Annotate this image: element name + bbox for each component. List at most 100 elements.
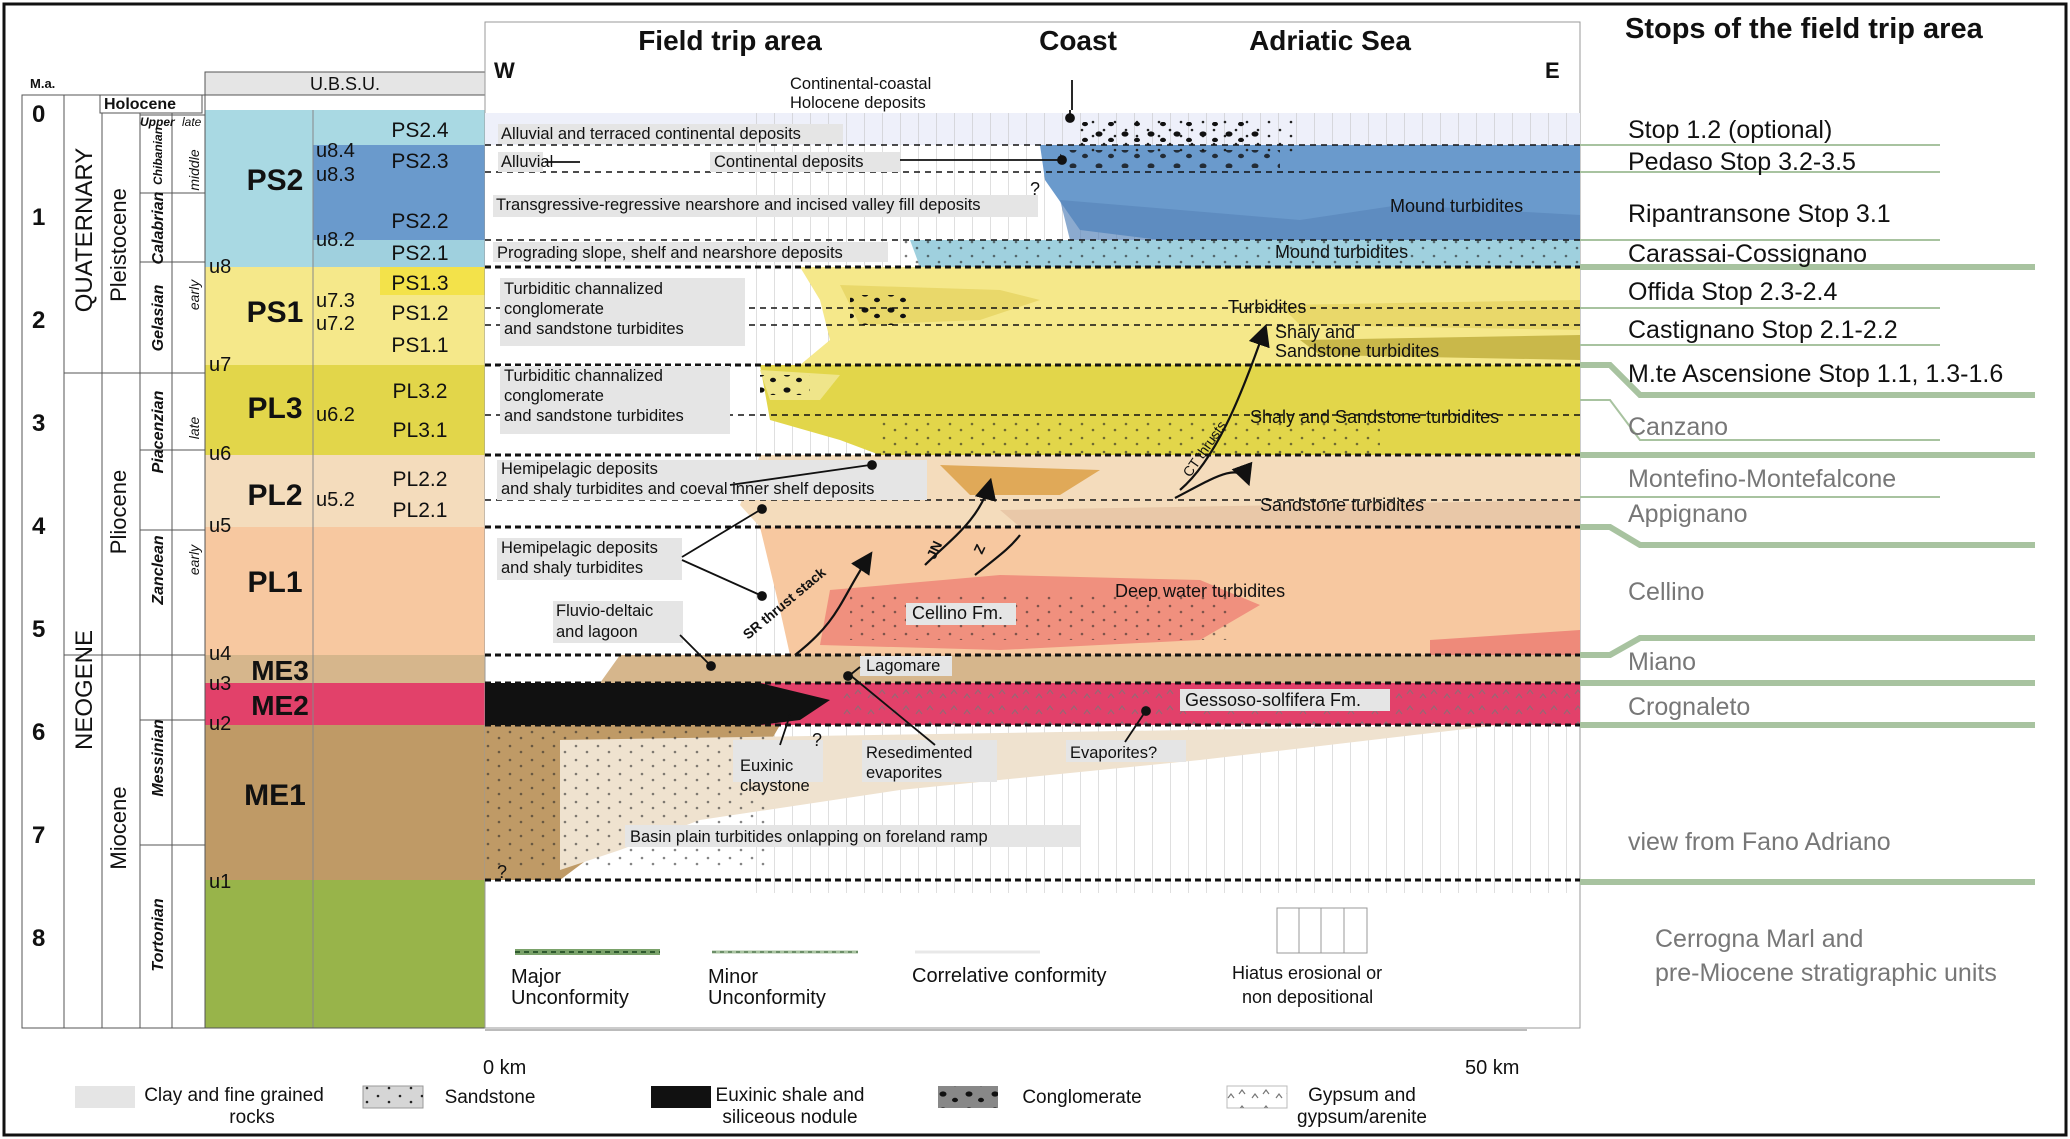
svg-text:Hemipelagic deposits: Hemipelagic deposits [501, 539, 658, 557]
svg-text:u8.2: u8.2 [316, 229, 355, 251]
svg-text:Continental-coastal: Continental-coastal [790, 75, 931, 93]
gelasian-label: Gelasian [150, 284, 167, 351]
stop-appignano: Appignano [1628, 500, 1748, 528]
svg-text:and sandstone turbidites: and sandstone turbidites [504, 407, 684, 425]
east-label: E [1545, 58, 1560, 83]
svg-text:50 km: 50 km [1465, 1057, 1519, 1079]
ma-label: M.a. [30, 76, 55, 91]
svg-text:and lagoon: and lagoon [556, 623, 638, 641]
svg-text:PS2.4: PS2.4 [391, 119, 449, 142]
messinian-label: Messinian [150, 719, 167, 797]
svg-text:Basin plain turbitides onlappi: Basin plain turbitides onlapping on fore… [630, 828, 988, 846]
svg-text:u3: u3 [209, 673, 231, 695]
svg-text:Holocene deposits: Holocene deposits [790, 94, 926, 112]
stop-crognaleto: Crognaleto [1628, 693, 1750, 721]
synthem-ps2: PS2 [247, 164, 304, 197]
svg-text:Gessoso-solfifera Fm.: Gessoso-solfifera Fm. [1185, 690, 1361, 710]
svg-text:Gypsum and: Gypsum and [1308, 1085, 1416, 1106]
synthem-pl3: PL3 [247, 392, 302, 425]
stop-cellino: Cellino [1628, 578, 1704, 606]
svg-text:Deep water turbidites: Deep water turbidites [1115, 581, 1285, 601]
svg-text:Resedimented: Resedimented [866, 744, 972, 762]
svg-text:Hiatus erosional or: Hiatus erosional or [1232, 963, 1382, 983]
svg-text:u5: u5 [209, 515, 231, 537]
time-tick-label: 1 [32, 204, 45, 231]
west-label: W [494, 58, 515, 83]
zanclean-label: Zanclean [150, 535, 167, 606]
synthem-me3: ME3 [251, 655, 309, 686]
svg-text:Cellino Fm.: Cellino Fm. [912, 603, 1003, 623]
stops-title: Stops of the field trip area [1625, 13, 1984, 45]
svg-text:Euxinic shale and: Euxinic shale and [716, 1085, 865, 1106]
svg-text:PL3.2: PL3.2 [393, 380, 448, 403]
svg-text:Alluvial and terraced continen: Alluvial and terraced continental deposi… [501, 125, 801, 143]
stop-carassai: Carassai-Cossignano [1628, 240, 1867, 268]
svg-text:Unconformity: Unconformity [511, 987, 629, 1009]
svg-text:PS1.1: PS1.1 [391, 334, 448, 357]
svg-text:non depositional: non depositional [1242, 987, 1373, 1007]
svg-text:u4: u4 [209, 643, 231, 665]
svg-text:u8.3: u8.3 [316, 164, 355, 186]
stop-cerrogna-2: pre-Miocene stratigraphic units [1655, 959, 1997, 987]
svg-text:Euxinic: Euxinic [740, 757, 793, 775]
svg-text:Lagomare: Lagomare [866, 657, 940, 675]
synthem-me1: ME1 [244, 779, 306, 812]
svg-text:claystone: claystone [740, 777, 810, 795]
ubsu-header: U.B.S.U. [205, 72, 485, 95]
stop-labels: Stop 1.2 (optional) Pedaso Stop 3.2-3.5 … [1628, 116, 2003, 987]
svg-text:Mound turbidites: Mound turbidites [1275, 242, 1408, 262]
svg-text:and sandstone turbidites: and sandstone turbidites [504, 320, 684, 338]
svg-text:PS1.2: PS1.2 [391, 302, 448, 325]
svg-text:Minor: Minor [708, 966, 758, 988]
stop-1-2: Stop 1.2 (optional) [1628, 116, 1832, 144]
svg-text:PS2.3: PS2.3 [391, 150, 448, 173]
svg-text:Sandstone turbidites: Sandstone turbidites [1260, 495, 1424, 515]
stop-offida: Offida Stop 2.3-2.4 [1628, 278, 1837, 306]
cross-section [485, 22, 1580, 1028]
svg-text:Sandstone turbidites: Sandstone turbidites [1275, 341, 1439, 361]
svg-text:Evaporites?: Evaporites? [1070, 744, 1157, 762]
svg-text:Unconformity: Unconformity [708, 987, 826, 1009]
pliocene-label: Pliocene [106, 470, 131, 554]
time-tick-label: 6 [32, 719, 45, 746]
piacenzian-label: Piacenzian [150, 390, 167, 473]
time-tick-label: 7 [32, 822, 45, 849]
svg-text:u8.4: u8.4 [316, 140, 355, 162]
svg-text:Sandstone: Sandstone [445, 1087, 536, 1108]
svg-text:Conglomerate: Conglomerate [1022, 1087, 1141, 1108]
svg-text:Clay and fine grained: Clay and fine grained [144, 1085, 324, 1106]
late-label-upper: late [182, 115, 202, 129]
svg-text:Turbiditic channalized: Turbiditic channalized [504, 280, 663, 298]
synthem-ps1: PS1 [247, 296, 304, 329]
svg-text:PS2.1: PS2.1 [391, 242, 448, 265]
quaternary-label: QUATERNARY [71, 148, 98, 312]
svg-text:PL2.2: PL2.2 [393, 468, 448, 491]
svg-text:Shaly and Sandstone turbidites: Shaly and Sandstone turbidites [1250, 407, 1499, 427]
tortonian-label: Tortonian [150, 898, 167, 971]
holocene-label: Holocene [104, 96, 176, 113]
svg-text:u7.3: u7.3 [316, 290, 355, 312]
svg-text:Fluvio-deltaic: Fluvio-deltaic [556, 602, 653, 620]
middle-label: middle [186, 149, 202, 190]
svg-text:and shaly turbidites: and shaly turbidites [501, 559, 643, 577]
svg-text:PL2.1: PL2.1 [393, 499, 448, 522]
calabrian-label: Calabrian [150, 191, 167, 264]
svg-text:Transgressive-regressive nears: Transgressive-regressive nearshore and i… [496, 196, 981, 214]
svg-text:?: ? [1030, 179, 1040, 199]
early-label-pleist: early [186, 279, 202, 310]
svg-text:Turbidites: Turbidites [1228, 297, 1306, 317]
svg-text:Continental deposits: Continental deposits [714, 153, 864, 171]
chibanian-label: Chibanian [151, 127, 165, 185]
time-tick-label: 3 [32, 410, 45, 437]
stop-ripantransone: Ripantransone Stop 3.1 [1628, 200, 1891, 228]
upper-label: Upper [140, 115, 176, 129]
svg-text:PS2.2: PS2.2 [391, 210, 448, 233]
svg-text:Prograding slope, shelf and ne: Prograding slope, shelf and nearshore de… [497, 244, 843, 262]
time-tick-label: 5 [32, 616, 45, 643]
synthem-pl2: PL2 [247, 479, 302, 512]
svg-text:conglomerate: conglomerate [504, 300, 604, 318]
svg-text:u2: u2 [209, 713, 231, 735]
stop-castignano: Castignano Stop 2.1-2.2 [1628, 316, 1898, 344]
svg-text:u1: u1 [209, 871, 231, 893]
